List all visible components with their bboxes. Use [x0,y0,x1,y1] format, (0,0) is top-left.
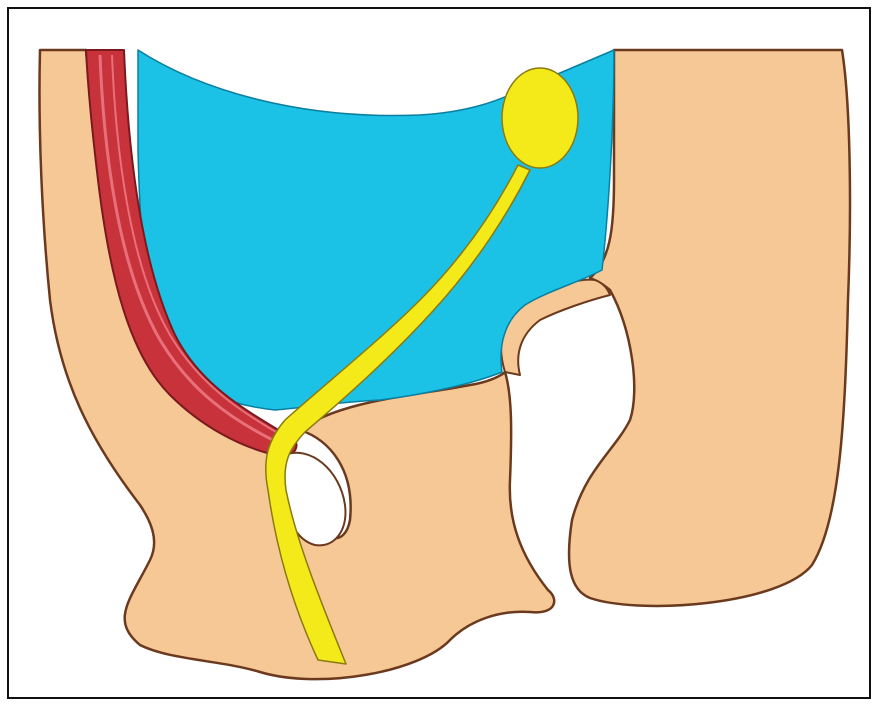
yellow-bulb [502,68,578,168]
